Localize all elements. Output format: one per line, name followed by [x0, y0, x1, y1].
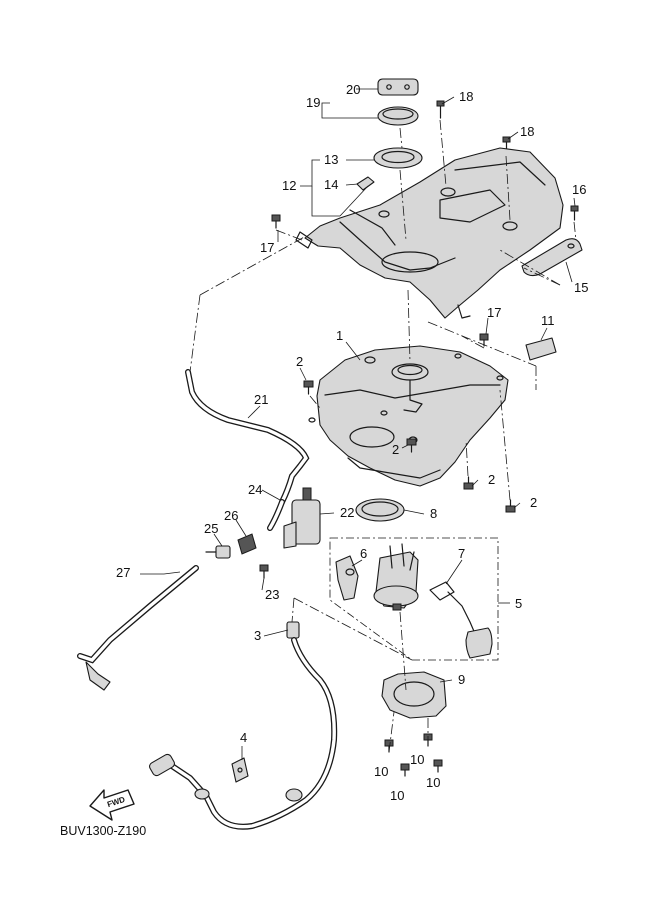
part-bolt-16[interactable]	[570, 205, 579, 221]
part-drain-hose[interactable]	[77, 565, 199, 691]
part-bolt-23[interactable]	[259, 564, 269, 579]
callout-2: 2	[530, 495, 537, 510]
part-breather-hose[interactable]	[185, 369, 310, 505]
part-gasket-plate[interactable]	[377, 78, 419, 96]
callout-10: 10	[426, 775, 440, 790]
part-hose-bracket[interactable]	[231, 757, 249, 783]
part-small-cover[interactable]	[521, 238, 583, 277]
callout-2: 2	[488, 472, 495, 487]
diagram-code: BUV1300-Z190	[60, 824, 146, 838]
pump-assembly-box	[329, 537, 499, 661]
callout-5: 5	[515, 596, 522, 611]
callout-17: 17	[260, 240, 274, 255]
callout-6: 6	[360, 546, 367, 561]
callout-2: 2	[296, 354, 303, 369]
part-bolt-10d[interactable]	[433, 759, 443, 773]
callout-22: 22	[340, 505, 354, 520]
callout-23: 23	[265, 587, 279, 602]
part-bolt-10b[interactable]	[400, 763, 410, 777]
callout-18: 18	[520, 124, 534, 139]
callout-26: 26	[224, 508, 238, 523]
callout-27: 27	[116, 565, 130, 580]
part-fuel-hose[interactable]	[148, 621, 338, 830]
leader-lines	[140, 88, 576, 760]
part-hose-24[interactable]	[267, 499, 285, 531]
part-bolt-2c[interactable]	[463, 476, 474, 490]
part-pump-gasket[interactable]	[355, 498, 405, 522]
part-bolt-17b[interactable]	[479, 333, 489, 347]
chain-lines	[189, 119, 577, 753]
part-bolt-2d[interactable]	[505, 499, 516, 513]
part-bolt-2a[interactable]	[303, 380, 314, 395]
fwd-arrow-icon: FWD	[89, 789, 135, 821]
part-retainer-plate[interactable]	[381, 671, 447, 719]
callout-15: 15	[574, 280, 588, 295]
callout-labels: 1 2 2 2 2 3 4 5 6 7 8 9 10 10 10 10 11 1…	[116, 82, 588, 803]
part-strainer[interactable]	[335, 555, 359, 601]
part-clamp[interactable]	[237, 533, 257, 555]
callout-10: 10	[410, 752, 424, 767]
callout-2: 2	[392, 442, 399, 457]
part-tank-cover[interactable]	[295, 147, 564, 319]
part-fuel-tank[interactable]	[308, 345, 509, 487]
part-fuel-sender[interactable]	[429, 581, 493, 659]
part-clip[interactable]	[356, 176, 375, 191]
callout-9: 9	[458, 672, 465, 687]
part-cover-disc[interactable]	[377, 106, 419, 126]
callout-25: 25	[204, 521, 218, 536]
callout-12: 12	[282, 178, 296, 193]
callout-17: 17	[487, 305, 501, 320]
part-joint[interactable]	[205, 545, 231, 559]
callout-21: 21	[254, 392, 268, 407]
callout-10: 10	[390, 788, 404, 803]
callout-16: 16	[572, 182, 586, 197]
part-canister[interactable]	[283, 487, 321, 549]
callout-24: 24	[248, 482, 262, 497]
part-seal-ring[interactable]	[373, 147, 423, 169]
callout-8: 8	[430, 506, 437, 521]
callout-3: 3	[254, 628, 261, 643]
part-fuel-pump[interactable]	[373, 543, 419, 611]
callout-20: 20	[346, 82, 360, 97]
callout-13: 13	[324, 152, 338, 167]
callout-14: 14	[324, 177, 338, 192]
callout-10: 10	[374, 764, 388, 779]
callout-4: 4	[240, 730, 247, 745]
part-bolt-18a[interactable]	[436, 100, 445, 119]
callout-19: 19	[306, 95, 320, 110]
part-bolt-17a[interactable]	[271, 214, 281, 229]
callout-1: 1	[336, 328, 343, 343]
callout-7: 7	[458, 546, 465, 561]
part-bolt-2b[interactable]	[406, 438, 417, 453]
callout-18: 18	[459, 89, 473, 104]
part-label[interactable]	[525, 337, 557, 361]
callout-11: 11	[541, 313, 555, 328]
